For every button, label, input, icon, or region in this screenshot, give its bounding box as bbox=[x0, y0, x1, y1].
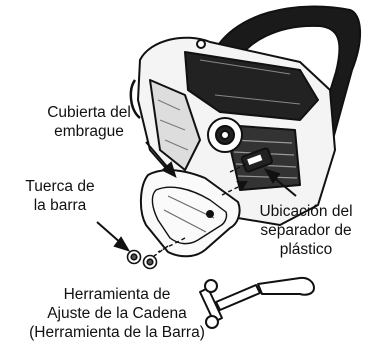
label-bar-nut: Tuerca de la barra bbox=[6, 177, 114, 215]
bar-nuts bbox=[126, 249, 158, 270]
label-bar-nut-line-1: Tuerca de bbox=[25, 178, 95, 195]
label-spacer-location: Ubicación del separador de plástico bbox=[244, 202, 368, 259]
label-tool-line-2: Ajuste de la Cadena bbox=[47, 305, 187, 322]
front-handle-grip bbox=[129, 79, 141, 119]
label-tool-line-1: Herramienta de bbox=[63, 286, 171, 303]
clutch-cover bbox=[140, 169, 241, 258]
label-tool: Herramienta de Ajuste de la Cadena (Herr… bbox=[2, 285, 232, 342]
label-spacer-line-3: plástico bbox=[279, 241, 333, 258]
scrench-tool bbox=[199, 276, 315, 329]
label-spacer-line-1: Ubicación del bbox=[259, 203, 353, 220]
label-clutch-cover-line-1: Cubierta del bbox=[47, 104, 131, 121]
label-bar-nut-line-2: la barra bbox=[33, 197, 87, 214]
top-handle bbox=[209, 5, 362, 151]
top-cover bbox=[184, 51, 319, 121]
pointer-arrows bbox=[96, 141, 297, 257]
bar-nut-2 bbox=[142, 254, 158, 270]
label-spacer-line-2: separador de bbox=[260, 222, 352, 239]
bar-nut-1 bbox=[126, 249, 142, 265]
label-tool-line-3: (Herramienta de la Barra) bbox=[29, 324, 205, 341]
label-clutch-cover: Cubierta del embrague bbox=[34, 103, 144, 141]
label-clutch-cover-line-2: embrague bbox=[54, 123, 124, 140]
